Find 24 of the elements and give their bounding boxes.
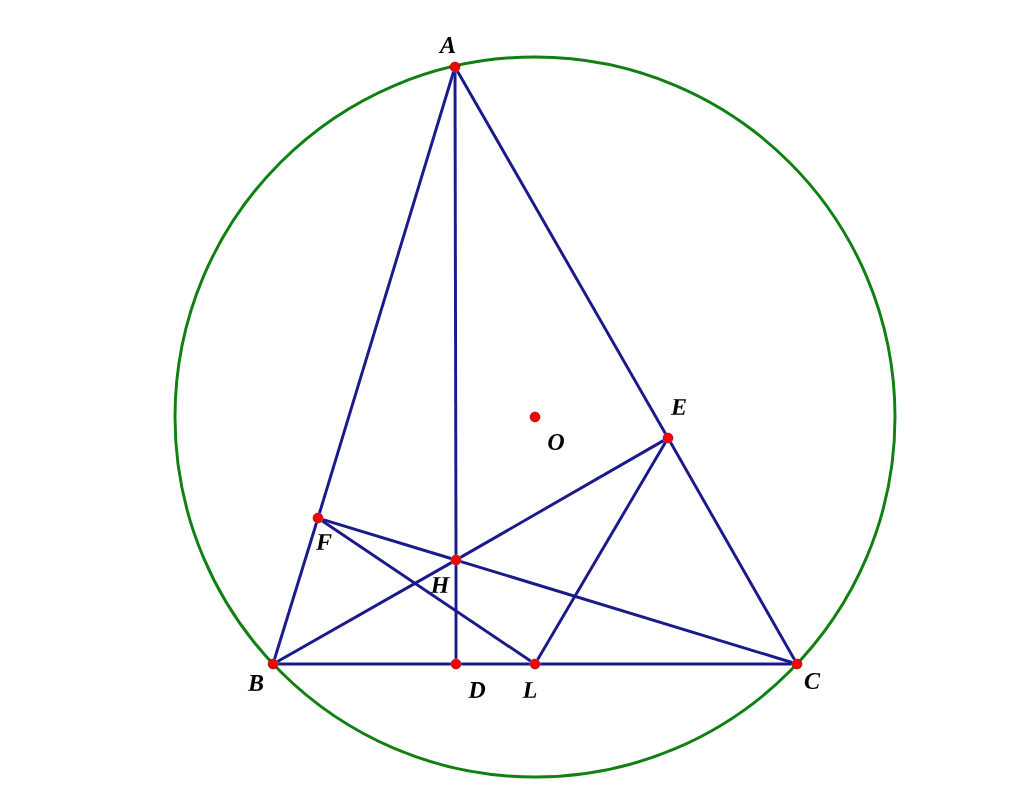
line-segment: [461, 662, 530, 666]
line-segment: [318, 71, 455, 514]
point-label: A: [438, 37, 456, 53]
point-label: F: [316, 534, 332, 550]
line-segment: [460, 560, 793, 664]
line-segment: [276, 561, 453, 663]
line-segment: [540, 662, 792, 666]
line-segment: [459, 439, 665, 559]
line-segment: [454, 565, 458, 659]
point-label: H: [430, 577, 450, 593]
point-label: B: [247, 675, 264, 691]
line-segment: [278, 662, 451, 666]
point-label: L: [522, 682, 537, 698]
line-segment: [456, 70, 667, 435]
point-label: C: [804, 672, 821, 690]
point-label: E: [670, 399, 686, 415]
line-segment: [669, 441, 796, 661]
line-segment: [453, 72, 458, 555]
point-label: O: [548, 433, 564, 451]
line-segment: [322, 518, 452, 560]
line-segment: [321, 519, 532, 663]
line-segment: [536, 441, 667, 661]
point-label: D: [468, 682, 486, 698]
line-segment: [273, 522, 318, 660]
